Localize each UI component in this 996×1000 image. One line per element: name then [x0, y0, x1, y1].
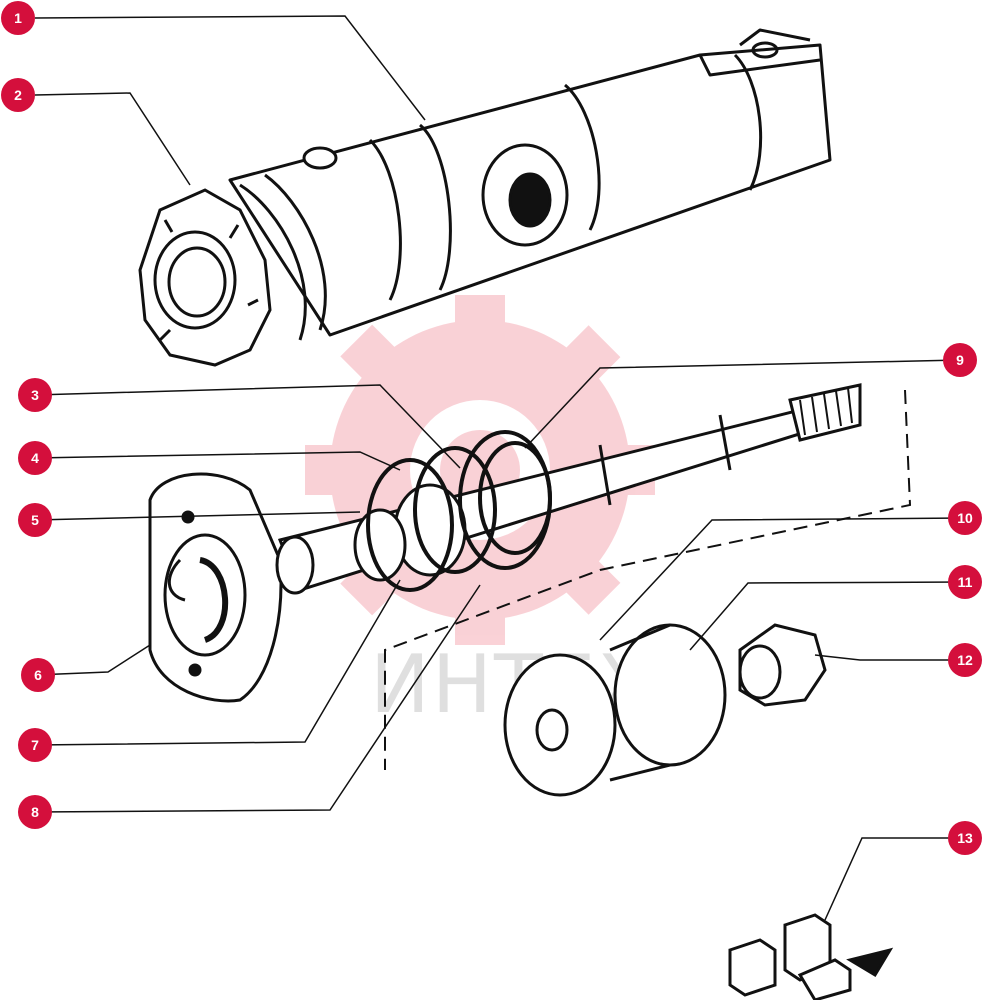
svg-text:8: 8: [31, 804, 39, 820]
callout-1: 1: [1, 1, 35, 35]
callout-11: 11: [948, 565, 982, 599]
part-9-piston-seal: [458, 430, 552, 570]
callout-9: 9: [943, 343, 977, 377]
svg-text:3: 3: [31, 387, 39, 403]
callout-12: 12: [948, 643, 982, 677]
svg-text:1: 1: [14, 10, 22, 26]
part-4-o-ring: [366, 458, 454, 592]
svg-text:12: 12: [957, 652, 973, 668]
callout-13: 13: [948, 821, 982, 855]
svg-text:7: 7: [31, 737, 39, 753]
leader-lines: [34, 15, 966, 921]
svg-text:11: 11: [958, 574, 973, 590]
svg-text:6: 6: [34, 667, 42, 683]
svg-text:13: 13: [957, 830, 973, 846]
svg-text:4: 4: [31, 450, 39, 466]
callout-3: 3: [18, 378, 52, 412]
part-1-cylinder-body: [228, 28, 832, 341]
part-2-gland-nut: [138, 188, 272, 367]
part-12-hex-nut: [738, 623, 827, 707]
svg-text:5: 5: [31, 512, 39, 528]
callout-7: 7: [18, 728, 52, 762]
part-10-wiper-seal: [503, 653, 617, 797]
svg-text:10: 10: [957, 510, 973, 526]
part-6-mounting-eye: [148, 472, 283, 703]
callout-8: 8: [18, 795, 52, 829]
svg-text:9: 9: [956, 352, 964, 368]
callout-5: 5: [18, 503, 52, 537]
callout-6: 6: [21, 658, 55, 692]
svg-text:2: 2: [14, 87, 22, 103]
part-11-guide-bushing: [609, 623, 727, 782]
callout-10: 10: [948, 501, 982, 535]
callout-2: 2: [1, 78, 35, 112]
callout-4: 4: [18, 441, 52, 475]
assembly-frame-lines: [384, 389, 912, 770]
part-13-repair-kit: [728, 913, 894, 1000]
part-3-backup-ring: [413, 446, 497, 574]
